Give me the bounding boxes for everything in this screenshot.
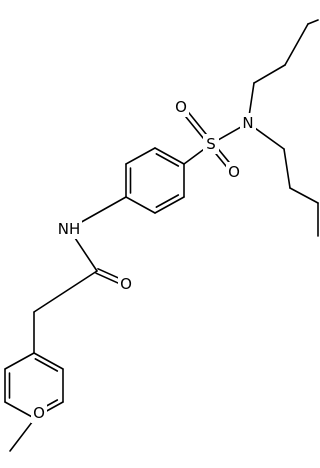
sulfonamide-nitrogen-label: N — [242, 114, 253, 132]
double-bond-a2-a3 — [155, 194, 180, 208]
bond-s-a1 — [183, 147, 206, 165]
bond-nh-c1 — [74, 238, 98, 272]
double-bond-s-o1-a — [186, 110, 209, 138]
bond-c1-ch2 — [33, 270, 98, 313]
bond-a4-nh — [78, 196, 127, 224]
sulfonyl-oxygen-top-label: O — [175, 98, 187, 116]
atom-label-layer: S O O N NH O O — [31, 97, 256, 423]
ether-oxygen-label-bg — [31, 403, 47, 423]
bond-n-nb1 — [252, 126, 285, 150]
bond-a5-a6 — [125, 147, 156, 165]
bond-nb2-nb3 — [289, 187, 319, 204]
sulfonyl-oxygen-bottom-label-bg — [226, 162, 242, 182]
carbonyl-oxygen-label: O — [120, 275, 132, 293]
bond-a2-a3 — [154, 196, 185, 214]
double-bond-b1-b2 — [34, 358, 59, 372]
sulfur-atom-label: S — [206, 135, 216, 153]
bond-s-n — [217, 125, 243, 141]
bond-layer — [4, 19, 319, 452]
bond-na1-na2 — [253, 64, 286, 84]
double-bond-a6-a1 — [155, 153, 180, 167]
sulfonamide-nitrogen-label-bg — [240, 113, 256, 133]
bond-na3-na4 — [307, 19, 319, 25]
bond-b6-b1 — [4, 352, 35, 370]
carbonyl-oxygen-label-bg — [118, 274, 134, 294]
double-bond-s-o2-a — [213, 150, 229, 169]
ether-oxygen-label: O — [33, 404, 45, 422]
bond-nb1-nb2 — [283, 148, 291, 189]
double-bond-c1-o3-b — [97, 268, 122, 280]
bond-b4-b5 — [4, 401, 35, 419]
sulfonyl-oxygen-top-label-bg — [173, 97, 189, 117]
sulfur-label-bg — [203, 134, 219, 154]
bond-b1-b2 — [33, 352, 64, 370]
bond-n-na1 — [248, 82, 255, 117]
bond-a3-a4 — [125, 196, 156, 214]
double-bond-c1-o3-a — [95, 272, 120, 285]
sulfonyl-oxygen-bottom-label: O — [228, 163, 240, 181]
amide-nitrogen-label: NH — [58, 220, 81, 238]
bond-ome-me — [9, 417, 36, 452]
double-bond-s-o1-b — [182, 113, 205, 141]
amide-nitrogen-label-bg — [56, 219, 82, 239]
bond-a6-a1 — [154, 147, 185, 165]
bond-na2-na3 — [284, 23, 309, 66]
